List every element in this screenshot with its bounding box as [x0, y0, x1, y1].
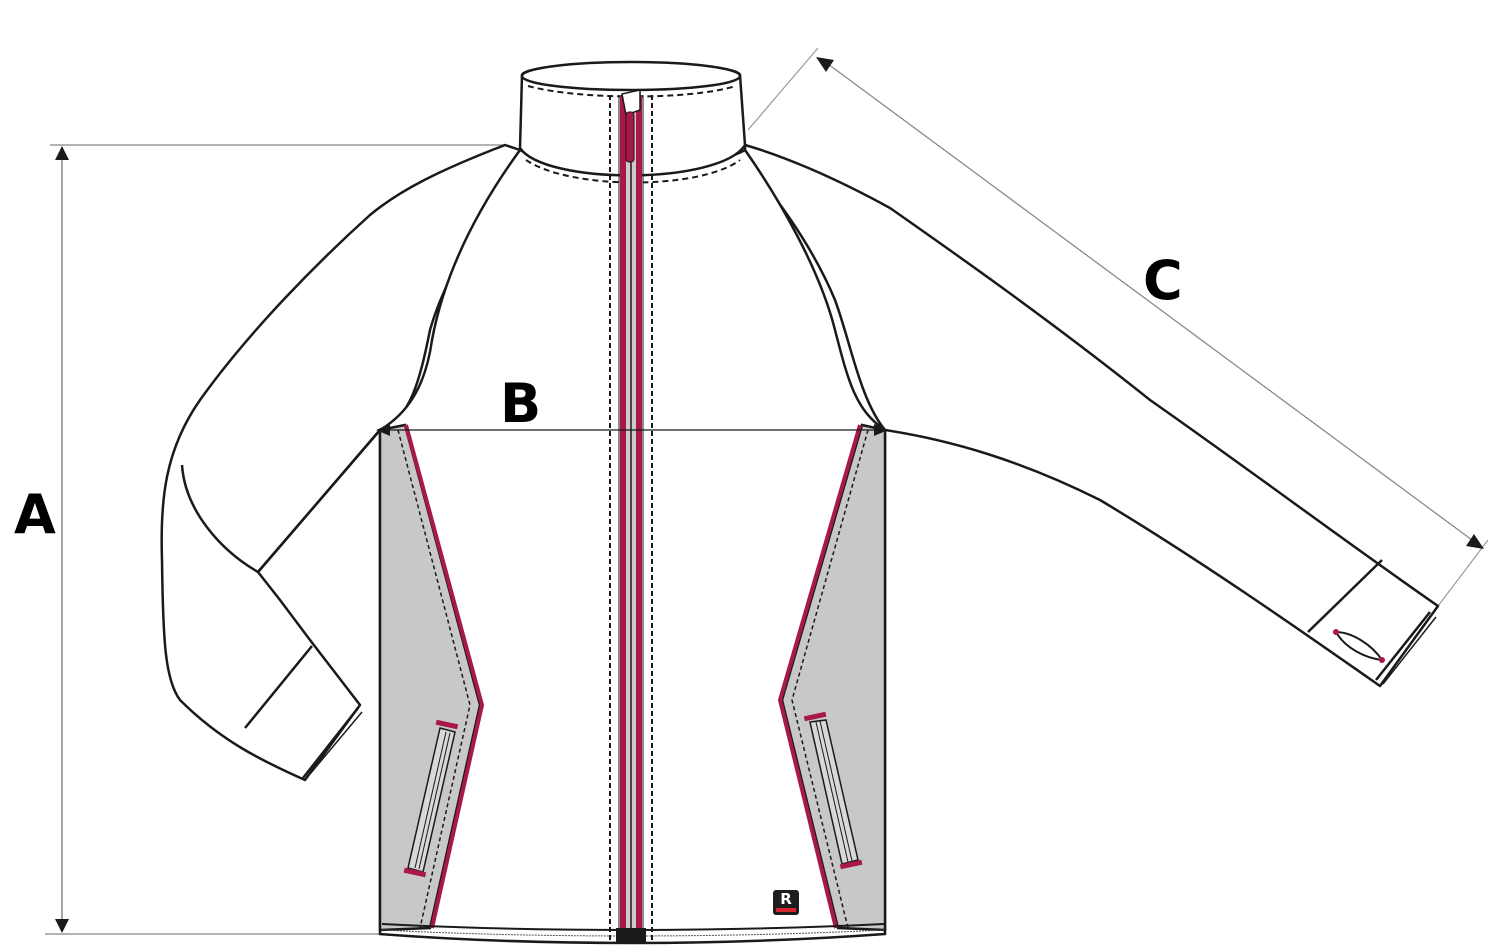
brand-logo-letter: R — [780, 890, 792, 908]
left-pocket-zipper — [403, 719, 459, 878]
left-sleeve — [160, 143, 522, 782]
dimension-a — [45, 144, 505, 935]
center-zipper — [609, 89, 653, 942]
measurement-label-c: C — [1143, 249, 1183, 312]
brand-logo-stripe — [776, 908, 796, 912]
brand-logo-badge: R — [773, 890, 799, 915]
measurement-label-b: B — [500, 372, 542, 435]
right-sleeve — [743, 143, 1440, 688]
right-pocket-zipper — [803, 711, 863, 870]
measurement-label-a: A — [14, 483, 56, 546]
dimension-b — [376, 424, 888, 436]
dimension-c — [747, 47, 1489, 607]
